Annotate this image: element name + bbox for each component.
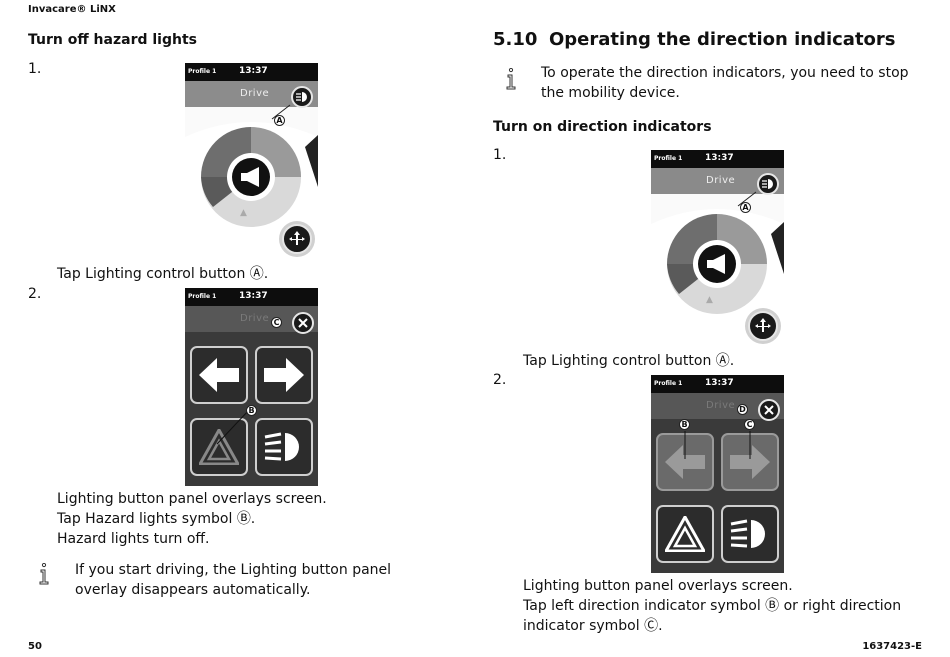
left-step2-number: 2. (28, 286, 42, 302)
status-bar: Profile 1 13:37 (651, 150, 784, 168)
headlight-icon (264, 432, 299, 461)
headlight-button[interactable] (255, 418, 313, 476)
arrows-button[interactable] (748, 311, 778, 341)
arrows-icon (289, 231, 305, 245)
document-number: 1637423-E (862, 641, 922, 652)
time-label: 13:37 (239, 291, 268, 301)
svg-text:▲: ▲ (706, 295, 713, 305)
svg-text:▲: ▲ (240, 208, 247, 218)
hazard-icon (665, 516, 705, 552)
close-button[interactable] (758, 399, 780, 421)
light-icon (762, 179, 773, 189)
time-label: 13:37 (239, 66, 268, 76)
right-step1-number: 1. (493, 147, 507, 163)
status-bar: Profile 1 13:37 (185, 63, 318, 81)
left-step1-number: 1. (28, 61, 42, 77)
hazard-icon (199, 429, 239, 465)
right-indicator-button[interactable] (255, 346, 313, 404)
status-bar: Profile 1 13:37 (651, 375, 784, 393)
lighting-control-button[interactable] (757, 173, 779, 195)
left-step2-line2: Tap Hazard lights symbol Ⓑ. (57, 511, 256, 527)
page-number: 50 (28, 641, 42, 652)
right-step2-line2: Tap left direction indicator symbol Ⓑ or… (523, 598, 902, 634)
drive-label: Drive (706, 175, 736, 186)
left-step1-text: Tap Lighting control button Ⓐ. (57, 266, 269, 282)
profile-label: Profile 1 (654, 155, 683, 162)
speed-dial: ▲ (651, 209, 784, 348)
status-bar: Profile 1 13:37 (185, 288, 318, 306)
lighting-control-button[interactable] (291, 86, 313, 108)
profile-label: Profile 1 (654, 380, 683, 387)
time-label: 13:37 (705, 153, 734, 163)
arrow-left-icon (199, 358, 239, 392)
close-icon (298, 318, 308, 328)
speed-dial: ▲ (185, 122, 318, 261)
arrow-right-icon (730, 445, 770, 479)
callout-a: A (740, 202, 751, 213)
callout-d: D (737, 404, 748, 415)
arrows-button[interactable] (282, 224, 312, 254)
left-step2-line1: Lighting button panel overlays screen. (57, 491, 327, 507)
right-drive-screen: Profile 1 13:37 Drive ▲ A (651, 150, 784, 348)
arrow-left-icon (665, 445, 705, 479)
hazard-lights-button[interactable] (656, 505, 714, 563)
left-section-title: Turn off hazard lights (28, 32, 197, 48)
right-step1-text: Tap Lighting control button Ⓐ. (523, 353, 735, 369)
arrow-right-icon (264, 358, 304, 392)
callout-a: A (274, 115, 285, 126)
right-step2-number: 2. (493, 372, 507, 388)
subsection-title: Turn on direction indicators (493, 119, 712, 135)
info-icon (506, 68, 516, 90)
left-step2-line3: Hazard lights turn off. (57, 531, 210, 547)
section-number: 5.10 (493, 29, 538, 50)
left-lighting-panel-screen: Profile 1 13:37 Drive C B (185, 288, 318, 486)
close-button[interactable] (292, 312, 314, 334)
info-icon (39, 563, 49, 585)
hazard-lights-button[interactable] (190, 418, 248, 476)
left-note: If you start driving, the Lighting butto… (75, 562, 392, 598)
headlight-icon (730, 519, 765, 548)
right-indicator-button[interactable] (721, 433, 779, 491)
time-label: 13:37 (705, 378, 734, 388)
callout-c: C (271, 317, 282, 328)
arrows-icon (755, 318, 771, 332)
right-lighting-panel-screen: Profile 1 13:37 Drive D B C (651, 375, 784, 573)
drive-label: Drive (706, 400, 736, 411)
horn-icon (241, 167, 259, 187)
callout-c: C (744, 419, 755, 430)
brand-header: Invacare® LiNX (28, 4, 116, 15)
close-icon (764, 405, 774, 415)
light-icon (296, 92, 307, 102)
drive-label: Drive (240, 313, 270, 324)
headlight-button[interactable] (721, 505, 779, 563)
callout-b: B (679, 419, 690, 430)
left-drive-screen: Profile 1 13:37 Drive ▲ A (185, 63, 318, 261)
profile-label: Profile 1 (188, 293, 217, 300)
profile-label: Profile 1 (188, 68, 217, 75)
left-indicator-button[interactable] (190, 346, 248, 404)
section-title: Operating the direction indicators (549, 29, 896, 50)
right-step2-line1: Lighting button panel overlays screen. (523, 578, 793, 594)
right-note: To operate the direction indicators, you… (541, 65, 909, 101)
horn-icon (707, 254, 725, 274)
callout-b: B (246, 405, 257, 416)
drive-label: Drive (240, 88, 270, 99)
